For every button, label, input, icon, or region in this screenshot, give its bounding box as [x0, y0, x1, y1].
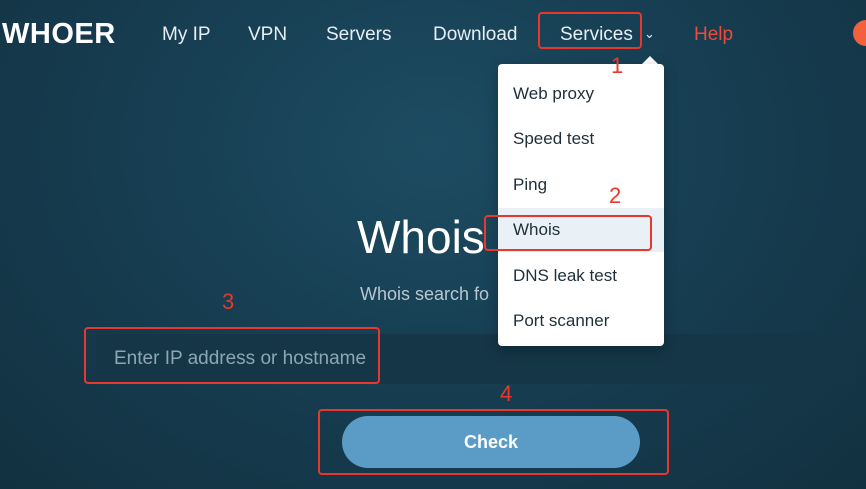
- nav-my-ip[interactable]: My IP: [162, 24, 211, 45]
- dropdown-item-speed-test[interactable]: Speed test: [513, 129, 595, 148]
- page-title: Whois l: [357, 211, 508, 263]
- nav-help[interactable]: Help: [694, 24, 734, 45]
- nav-services[interactable]: Services: [560, 24, 633, 45]
- nav-download[interactable]: Download: [433, 24, 518, 45]
- avatar[interactable]: [853, 20, 866, 46]
- dropdown-caret: [642, 56, 658, 64]
- chevron-down-icon[interactable]: ⌄: [644, 26, 655, 41]
- dropdown-item-dns-leak-test[interactable]: DNS leak test: [513, 266, 617, 285]
- dropdown-item-whois[interactable]: Whois: [498, 208, 664, 252]
- annotation-number-3: 3: [222, 289, 235, 314]
- page-subtitle: Whois search fo: [360, 284, 490, 304]
- check-button[interactable]: Check: [342, 416, 640, 468]
- dropdown-item-web-proxy[interactable]: Web proxy: [513, 84, 594, 103]
- nav-servers[interactable]: Servers: [326, 24, 392, 45]
- annotation-number-4: 4: [500, 381, 513, 406]
- logo[interactable]: WHOER: [2, 18, 116, 50]
- nav-vpn[interactable]: VPN: [248, 24, 288, 45]
- services-dropdown: Web proxy Speed test Ping Whois DNS leak…: [498, 64, 664, 346]
- search-input[interactable]: [96, 334, 856, 384]
- dropdown-item-ping[interactable]: Ping: [513, 175, 548, 194]
- dropdown-item-port-scanner[interactable]: Port scanner: [513, 311, 610, 330]
